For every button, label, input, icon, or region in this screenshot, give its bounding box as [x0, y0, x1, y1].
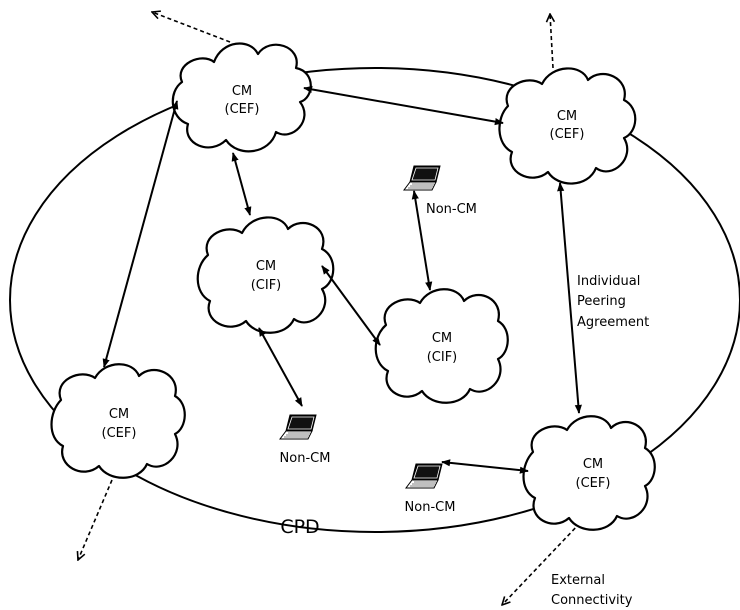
- external-link-top-right: [550, 14, 553, 69]
- link-cef-tl-cif-left: [231, 152, 252, 216]
- node-cef-bottom-left-line1: CM: [109, 407, 129, 422]
- cpd-label: CPD: [280, 516, 319, 538]
- node-cif-left-line1: CM: [256, 259, 276, 274]
- peering-label-line1: Individual: [577, 274, 640, 289]
- external-label-line1: External: [551, 573, 605, 588]
- cloud-cif-left: [196, 216, 335, 334]
- peering-label-line2: Peering: [577, 294, 626, 309]
- external-link-top-left: [152, 12, 231, 43]
- link-cif-left-cif-right: [321, 265, 381, 346]
- noncm-bottom-label: Non-CM: [405, 500, 456, 515]
- cpd-boundary: [9, 67, 740, 533]
- peering-label-line3: Agreement: [577, 315, 649, 330]
- laptop-icon-top: [403, 165, 441, 191]
- node-cef-top-left-line2: (CEF): [225, 102, 260, 117]
- link-noncm-bottom-cef-br: [441, 459, 529, 474]
- node-cif-right-line1: CM: [432, 331, 452, 346]
- node-cif-left-line2: (CIF): [251, 278, 282, 293]
- external-label-line2: Connectivity: [551, 593, 633, 608]
- node-cef-top-right-line2: (CEF): [550, 127, 585, 142]
- link-cef-tr-cef-br: [557, 182, 582, 414]
- node-cef-bottom-right-line1: CM: [583, 457, 603, 472]
- link-cef-tl-cef-bl: [102, 100, 179, 368]
- cloud-cif-right: [374, 288, 509, 404]
- external-link-bottom-right: [502, 522, 581, 605]
- noncm-left-label: Non-CM: [280, 451, 331, 466]
- cloud-cef-top-right: [498, 67, 637, 185]
- node-cif-right-line2: (CIF): [427, 350, 458, 365]
- link-cif-left-noncm-left: [258, 327, 303, 407]
- cloud-cef-bottom-right: [522, 415, 656, 531]
- node-cef-bottom-right-line2: (CEF): [576, 476, 611, 491]
- link-cif-right-noncm-top: [411, 190, 433, 291]
- laptop-icon-bottom: [405, 463, 443, 489]
- link-cef-tl-cef-tr: [303, 85, 504, 126]
- node-cef-bottom-left-line2: (CEF): [102, 426, 137, 441]
- laptop-icon-left: [279, 414, 317, 440]
- noncm-top-label: Non-CM: [426, 202, 477, 217]
- node-cef-top-right-line1: CM: [557, 109, 577, 124]
- node-cef-top-left-line1: CM: [232, 84, 252, 99]
- cloud-cef-top-left: [171, 42, 312, 153]
- external-link-bottom-left: [78, 479, 113, 560]
